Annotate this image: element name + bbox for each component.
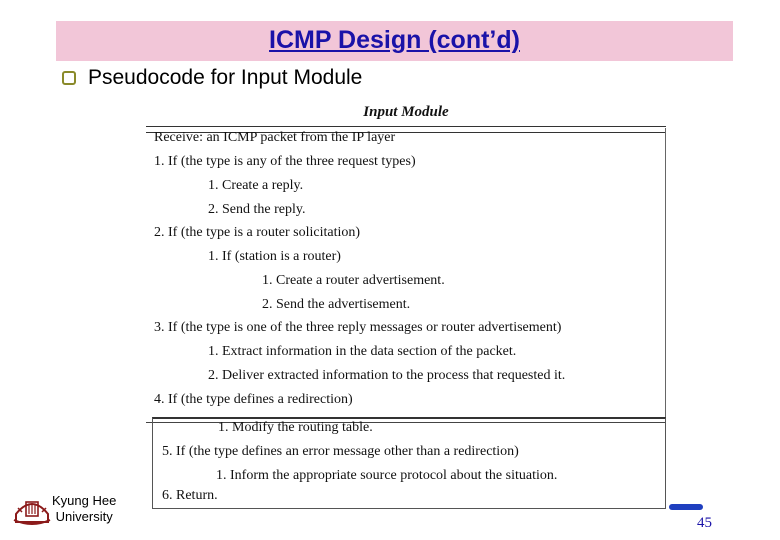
pseudocode-figure: Input Module Receive: an ICMP packet fro… bbox=[146, 104, 666, 509]
accent-bar bbox=[669, 504, 703, 510]
figure-frame-lower bbox=[152, 417, 666, 509]
pseudocode-line: 5. If (the type defines an error message… bbox=[162, 444, 519, 459]
pseudocode-line: 1. Inform the appropriate source protoco… bbox=[216, 468, 558, 483]
checkbox-bullet-icon bbox=[62, 71, 76, 85]
pseudocode-line: 1. If (the type is any of the three requ… bbox=[154, 154, 416, 169]
university-name: Kyung Hee University bbox=[52, 493, 116, 525]
pseudocode-line: 1. Create a reply. bbox=[208, 178, 304, 193]
pseudocode-line: 2. Send the advertisement. bbox=[262, 297, 411, 312]
pseudocode-line: 2. Send the reply. bbox=[208, 202, 306, 217]
figure-title: Input Module bbox=[363, 104, 449, 120]
pseudocode-line: 1. Create a router advertisement. bbox=[262, 273, 445, 288]
pseudocode-line: 1. If (station is a router) bbox=[208, 249, 341, 264]
university-line-2: University bbox=[55, 509, 113, 524]
pseudocode-line: 2. If (the type is a router solicitation… bbox=[154, 225, 361, 240]
bullet-text: Pseudocode for Input Module bbox=[88, 66, 363, 89]
pseudocode-line: 3. If (the type is one of the three repl… bbox=[154, 320, 562, 335]
university-line-1: Kyung Hee bbox=[52, 493, 117, 508]
pseudocode-line: 6. Return. bbox=[162, 488, 218, 503]
title-bar: ICMP Design (cont’d) bbox=[56, 21, 733, 61]
figure-second-rule bbox=[146, 132, 666, 133]
pseudocode-line: Receive: an ICMP packet from the IP laye… bbox=[154, 130, 396, 145]
pseudocode-line: 1. Modify the routing table. bbox=[218, 420, 373, 435]
university-seal-icon bbox=[13, 501, 51, 525]
page-number: 45 bbox=[697, 515, 712, 531]
figure-top-rule bbox=[146, 126, 666, 127]
bullet-row: Pseudocode for Input Module bbox=[62, 64, 362, 92]
figure-frame bbox=[146, 128, 666, 423]
slide-title: ICMP Design (cont’d) bbox=[269, 26, 520, 54]
pseudocode-line: 4. If (the type defines a redirection) bbox=[154, 392, 353, 407]
pseudocode-line: 2. Deliver extracted information to the … bbox=[208, 368, 566, 383]
pseudocode-line: 1. Extract information in the data secti… bbox=[208, 344, 517, 359]
